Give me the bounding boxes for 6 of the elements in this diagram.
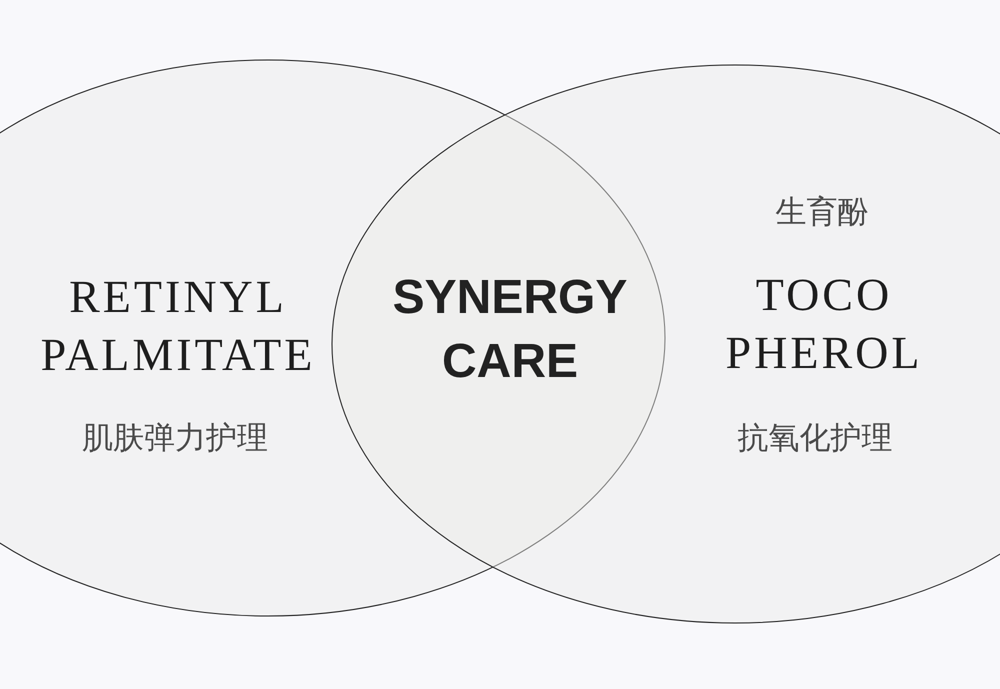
heading-text: TOCO PHEROL: [724, 268, 924, 380]
heading-text: RETINYL PALMITATE: [40, 270, 316, 382]
caption-text: 肌肤弹力护理: [81, 419, 269, 458]
caption-text: 生育酚: [774, 193, 870, 232]
overlap-label: SYNERGY CARE: [392, 270, 628, 390]
caption-text: 抗氧化护理: [736, 419, 894, 458]
